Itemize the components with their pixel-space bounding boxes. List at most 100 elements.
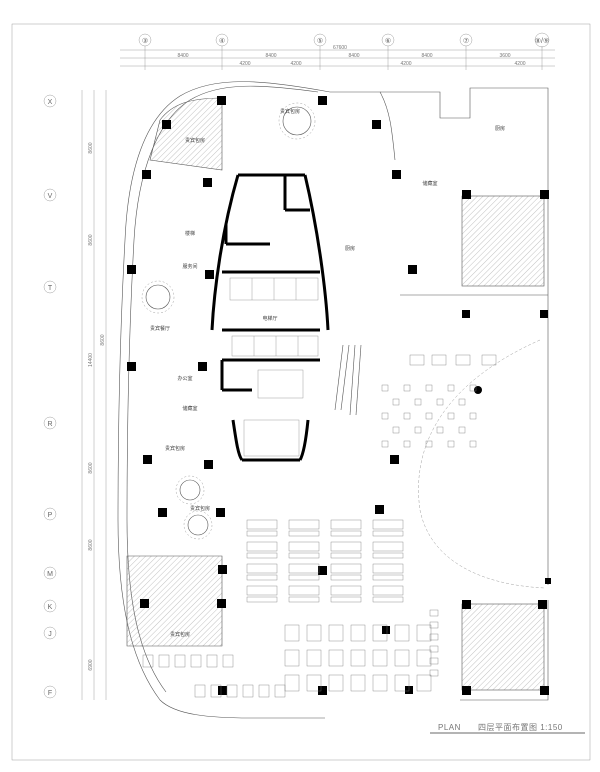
dim-sub-4: 4200 (514, 61, 525, 67)
hatched-area-se (461, 603, 545, 691)
dim-overall: 67600 (333, 45, 347, 51)
title-text: 四层平面布置图 1:150 (478, 722, 563, 732)
table-mark (414, 398, 422, 406)
table-mark (416, 624, 432, 642)
table-mark (306, 649, 322, 667)
table-mark (372, 563, 404, 574)
room-kitchen: 厨房 (345, 245, 355, 252)
table-mark (350, 649, 366, 667)
table-mark (274, 684, 286, 698)
table-mark (414, 426, 422, 434)
table-mark (246, 530, 278, 537)
room-elevator-hall: 电梯厅 (262, 315, 277, 322)
table-mark (330, 541, 362, 552)
room-vip-mid: 贵宾包房 (165, 445, 185, 452)
table-mark (429, 657, 439, 665)
dim-left-3: 8600 (100, 334, 106, 345)
table-mark (429, 645, 439, 653)
table-mark (392, 426, 400, 434)
table-mark (447, 384, 455, 392)
table-mark (429, 633, 439, 641)
table-mark (429, 609, 439, 617)
dim-sub-3: 4200 (400, 61, 411, 67)
table-mark (447, 412, 455, 420)
table-mark (330, 596, 362, 603)
table-mark (288, 530, 320, 537)
dim-sub-2: 4200 (290, 61, 301, 67)
table-mark (190, 654, 202, 668)
grid-col-8-9: ⑧/⑨ (535, 37, 550, 45)
table-mark (372, 519, 404, 530)
table-mark (288, 552, 320, 559)
table-mark (288, 585, 320, 596)
room-kitchen-east: 厨房 (495, 125, 505, 132)
table-mark (246, 585, 278, 596)
grid-col-3: ③ (142, 37, 148, 45)
room-storage-east: 储藏室 (422, 180, 437, 187)
table-mark (288, 563, 320, 574)
grid-row-x: X (48, 99, 53, 106)
table-mark (246, 541, 278, 552)
table-mark (330, 552, 362, 559)
table-mark (372, 552, 404, 559)
dining-arc (418, 339, 546, 589)
dim-top-3: 8400 (348, 53, 359, 59)
table-mark (242, 684, 254, 698)
table-mark (246, 552, 278, 559)
table-mark (330, 574, 362, 581)
grid-row-f: F (48, 690, 52, 697)
room-vip-top-left: 贵宾包房 (185, 137, 205, 144)
table-mark (458, 398, 466, 406)
table-mark (469, 440, 477, 448)
table-mark (246, 519, 278, 530)
table-mark (425, 384, 433, 392)
core-interior (229, 277, 319, 457)
top-dimensions: 67600 8400 8400 8400 8400 3600 4200 4200… (120, 45, 555, 70)
structural-columns (127, 96, 551, 695)
table-mark (328, 624, 344, 642)
room-storage: 储藏室 (182, 405, 197, 412)
table-mark (330, 563, 362, 574)
table-mark (403, 412, 411, 420)
table-mark (436, 398, 444, 406)
table-mark (288, 596, 320, 603)
table-mark (425, 412, 433, 420)
table-mark (350, 674, 366, 692)
table-mark (306, 624, 322, 642)
table-mark (381, 412, 389, 420)
table-mark (429, 621, 439, 629)
hatched-area-sw (126, 555, 223, 647)
table-mark (246, 596, 278, 603)
table-mark (372, 541, 404, 552)
table-mark (284, 674, 300, 692)
table-mark (469, 412, 477, 420)
dim-left-5: 8600 (88, 462, 94, 473)
table-mark (429, 669, 439, 677)
room-office: 办公室 (177, 375, 192, 382)
table-mark (372, 624, 388, 642)
table-mark (284, 624, 300, 642)
dim-left-1: 8600 (88, 142, 94, 153)
grid-row-m: M (47, 571, 53, 578)
dim-left-7: 6900 (88, 659, 94, 670)
dim-left-6: 8600 (88, 539, 94, 550)
room-vip-bottom: 贵宾包房 (170, 631, 190, 638)
table-mark (372, 674, 388, 692)
room-stairs: 楼梯 (185, 230, 195, 237)
room-vip-banquet: 贵宾餐厅 (150, 325, 170, 332)
drawing-border (11, 23, 591, 761)
hatched-area-nw (149, 97, 223, 171)
round-tables (141, 102, 316, 540)
table-mark (392, 398, 400, 406)
table-mark (350, 624, 366, 642)
table-mark (469, 384, 477, 392)
dim-top-4: 8400 (421, 53, 432, 59)
table-mark (381, 440, 389, 448)
table-mark (210, 684, 222, 698)
table-mark (158, 654, 170, 668)
display-counters (334, 344, 362, 416)
hatched-area-ne (461, 195, 545, 287)
grid-col-4: ④ (219, 37, 225, 45)
table-mark (431, 354, 447, 366)
